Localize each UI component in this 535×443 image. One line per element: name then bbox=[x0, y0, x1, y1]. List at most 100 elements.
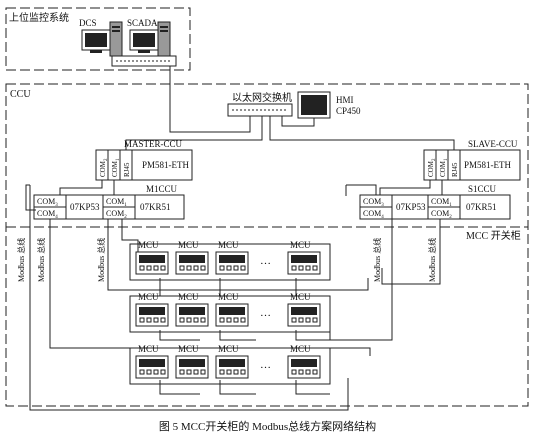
mcu-button-icon bbox=[291, 317, 297, 323]
slave-rj45-label: RJ45 bbox=[451, 162, 459, 177]
m1ccu-com2-label: COM2 bbox=[106, 209, 127, 220]
bus-label-3: Modbus 总线 bbox=[96, 238, 106, 282]
mcu-button-icon bbox=[179, 265, 185, 271]
mcu-label: MCU bbox=[138, 292, 159, 302]
mcu-row-frame bbox=[129, 295, 331, 333]
master-com2-label: COM2 bbox=[99, 158, 109, 177]
ccu-zone-border bbox=[5, 83, 529, 407]
bus-label-5: Modbus 总线 bbox=[427, 238, 437, 282]
mcu-chain-row3 bbox=[159, 380, 330, 395]
mcu-button-icon bbox=[186, 317, 192, 323]
mcu-button-icon bbox=[219, 265, 225, 271]
mcu-label: MCU bbox=[218, 240, 239, 250]
mcu-button-icon bbox=[240, 317, 246, 323]
slave-ccu-title: SLAVE-CCU bbox=[468, 139, 518, 149]
mcu-label: MCU bbox=[138, 240, 159, 250]
mcu-display-icon bbox=[179, 307, 205, 315]
top-switch-icon bbox=[111, 55, 177, 67]
upper-zone-border bbox=[5, 7, 191, 71]
mcu-button-icon bbox=[146, 317, 152, 323]
master-rj45-wire bbox=[125, 116, 263, 150]
mcu-ellipsis: … bbox=[260, 255, 271, 267]
mcu-button-icon bbox=[219, 317, 225, 323]
mcu-button-icon bbox=[305, 369, 311, 375]
master-com2-wire bbox=[59, 180, 103, 195]
s1ccu-com4-port bbox=[359, 206, 393, 220]
mcu-button-icon bbox=[193, 369, 199, 375]
mcu-label: MCU bbox=[290, 240, 311, 250]
mcu-row-frame bbox=[129, 347, 331, 385]
m1ccu-com1-label: COM1 bbox=[106, 197, 127, 208]
mcu-display-icon bbox=[219, 307, 245, 315]
mcu-button-icon bbox=[233, 265, 239, 271]
mcu-label: MCU bbox=[178, 292, 199, 302]
s1ccu-com4-label: COM4 bbox=[363, 209, 384, 220]
mcu-button-icon bbox=[139, 265, 145, 271]
s1ccu-com1-label: COM1 bbox=[431, 197, 452, 208]
ethernet-switch-icon bbox=[227, 103, 293, 117]
mcu-button-icon bbox=[139, 369, 145, 375]
mcu-button-icon bbox=[291, 265, 297, 271]
s1ccu-kp-label: 07KP53 bbox=[396, 202, 426, 212]
mcu-display-icon bbox=[139, 307, 165, 315]
mcu-button-icon bbox=[240, 265, 246, 271]
mcu-button-icon bbox=[153, 265, 159, 271]
mcu-row-frame bbox=[129, 243, 331, 281]
slave-module-label: PM581-ETH bbox=[464, 160, 512, 170]
mcu-label: MCU bbox=[178, 344, 199, 354]
s1ccu-kr-label: 07KR51 bbox=[466, 202, 497, 212]
mcu-button-icon bbox=[200, 369, 206, 375]
uplink-wire bbox=[169, 66, 251, 133]
hmi-model-label: CP450 bbox=[336, 106, 361, 116]
master-module-label: PM581-ETH bbox=[142, 160, 190, 170]
mcu-display-icon bbox=[291, 255, 317, 263]
mcu-button-icon bbox=[160, 265, 166, 271]
mcu-button-icon bbox=[291, 369, 297, 375]
master-rj45-label: RJ45 bbox=[123, 162, 131, 177]
hmi-label: HMI bbox=[336, 95, 354, 105]
bus-wire-left-5 bbox=[121, 219, 139, 254]
mcu-button-icon bbox=[233, 369, 239, 375]
mcu-label: MCU bbox=[290, 344, 311, 354]
scada-label: SCADA bbox=[127, 18, 158, 28]
mcu-label: MCU bbox=[138, 344, 159, 354]
mcu-button-icon bbox=[298, 265, 304, 271]
s1ccu-com3-label: COM3 bbox=[363, 197, 384, 208]
bus-label-2: Modbus 总线 bbox=[36, 238, 46, 282]
mcu-display-icon bbox=[139, 359, 165, 367]
slave-com2-label: COM2 bbox=[427, 158, 437, 177]
bus-wire-right-2 bbox=[329, 219, 393, 341]
bus-wire-left-1 bbox=[29, 185, 349, 411]
mcu-button-icon bbox=[226, 317, 232, 323]
mcu-display-icon bbox=[291, 307, 317, 315]
mcu-button-icon bbox=[139, 317, 145, 323]
s1ccu-com2-port bbox=[427, 206, 461, 220]
mcu-label: MCU bbox=[178, 240, 199, 250]
ccu-zone-label: CCU bbox=[10, 89, 31, 100]
mcu-button-icon bbox=[160, 369, 166, 375]
switch-label: 以太网交换机 bbox=[232, 91, 292, 104]
mcu-button-icon bbox=[312, 265, 318, 271]
m1ccu-com3-label: COM3 bbox=[37, 197, 58, 208]
bus-wire-right-4 bbox=[346, 184, 377, 195]
mcu-display-icon bbox=[291, 359, 317, 367]
hmi-screen-icon bbox=[297, 91, 331, 119]
mcu-button-icon bbox=[153, 317, 159, 323]
mcu-label: MCU bbox=[218, 344, 239, 354]
mcu-label: MCU bbox=[290, 292, 311, 302]
mcu-button-icon bbox=[200, 265, 206, 271]
mcu-button-icon bbox=[305, 317, 311, 323]
bus-label-1: Modbus 总线 bbox=[16, 238, 26, 282]
upper-zone-label: 上位监控系统 bbox=[9, 11, 69, 24]
mcu-display-icon bbox=[179, 255, 205, 263]
master-com1-label: COM1 bbox=[111, 158, 121, 177]
mcu-button-icon bbox=[298, 369, 304, 375]
m1ccu-com2-port bbox=[102, 206, 136, 220]
bus-wire-right-1 bbox=[381, 219, 441, 285]
mcu-label: MCU bbox=[218, 292, 239, 302]
mcu-button-icon bbox=[226, 369, 232, 375]
scada-workstation-icon bbox=[129, 21, 171, 57]
figure-caption: 图 5 MCC开关柜的 Modbus总线方案网络结构 bbox=[158, 421, 377, 433]
mcu-ellipsis: … bbox=[260, 307, 271, 319]
